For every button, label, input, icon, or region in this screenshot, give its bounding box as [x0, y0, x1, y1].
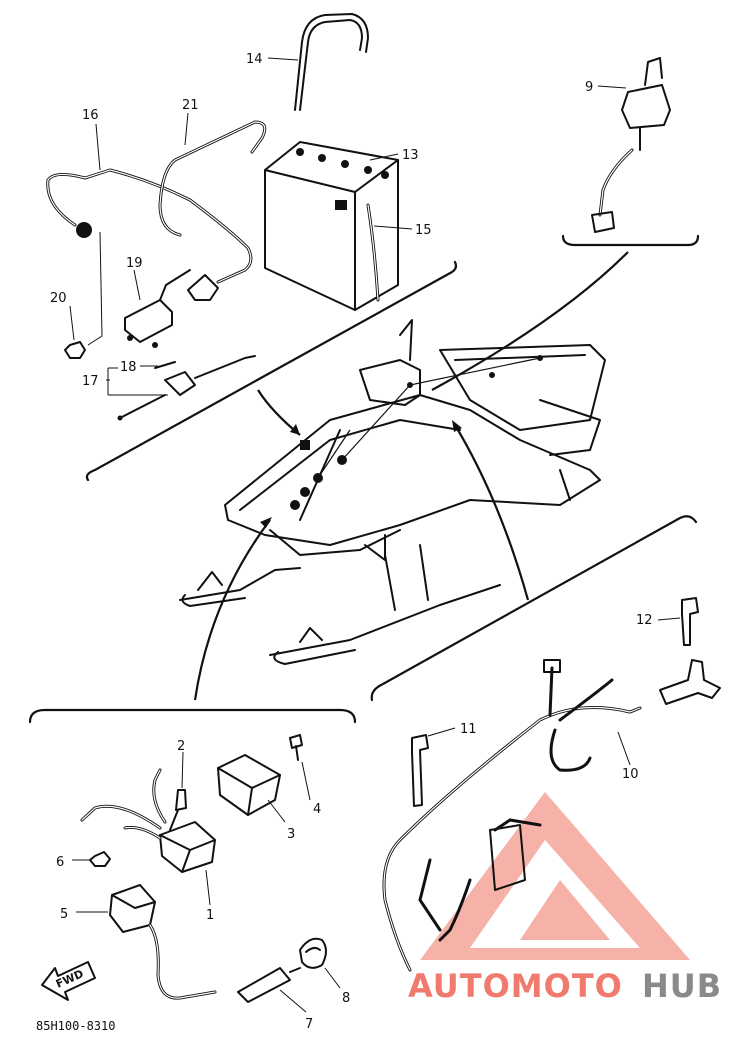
part-20-nut [64, 341, 86, 359]
part-19-relay [124, 269, 219, 348]
callout-13: 13 [402, 148, 419, 163]
callout-14: 14 [246, 52, 263, 67]
part-2-sensor [169, 789, 187, 831]
callout-11: 11 [460, 722, 477, 737]
fwd-arrow: FWD [41, 961, 96, 1001]
divider-top-right [561, 234, 700, 247]
part-7-switch [237, 967, 301, 1003]
watermark-logo: AUTOMOTO HUB [408, 792, 722, 1005]
callout-4: 4 [313, 802, 321, 817]
callout-1: 1 [206, 908, 214, 923]
part-13-battery [264, 141, 399, 311]
watermark-text-primary: AUTOMOTO [408, 967, 623, 1005]
part-8-grommet [299, 937, 327, 969]
part-3-cdi-unit [217, 754, 281, 816]
callout-21: 21 [182, 98, 199, 113]
divider-bottom-right [370, 515, 698, 702]
callout-20: 20 [50, 291, 67, 306]
callout-9: 9 [585, 80, 593, 95]
callout-12: 12 [636, 613, 653, 628]
callout-2: 2 [177, 739, 185, 754]
callout-16: 16 [82, 108, 99, 123]
part-12-band [659, 597, 721, 705]
callout-18: 18 [120, 360, 137, 375]
part-18-pin [154, 361, 176, 369]
pointer-arrows [193, 251, 629, 701]
leader-lines [69, 57, 681, 1013]
part-9-main-switch [591, 57, 671, 233]
part-21-wire [158, 120, 267, 237]
callout-6: 6 [56, 855, 64, 870]
diagram-code: 85H100-8310 [36, 1019, 115, 1033]
part-11-band [411, 734, 429, 807]
snowmobile-frame [179, 319, 606, 665]
callout-10: 10 [622, 767, 639, 782]
part-6-nut [89, 851, 111, 867]
callout-3: 3 [287, 827, 295, 842]
divider-bottom-left [28, 708, 357, 724]
callout-19: 19 [126, 256, 143, 271]
part-16-wire [46, 168, 253, 284]
callout-labels: 1 2 3 4 5 6 7 8 9 10 11 12 13 14 15 16 1… [50, 52, 653, 1032]
part-1-coil [80, 768, 216, 873]
callout-17: 17 [82, 374, 99, 389]
part-10-wire-harness [382, 659, 642, 972]
part-17-cable [117, 355, 256, 421]
callout-5: 5 [60, 907, 68, 922]
part-5-regulator [109, 884, 217, 1000]
callout-15: 15 [415, 223, 432, 238]
part-14-battery-band [294, 13, 369, 111]
callout-7: 7 [305, 1017, 313, 1032]
divider-top-left [85, 260, 458, 482]
part-4-bolt [289, 734, 303, 761]
callout-8: 8 [342, 991, 350, 1006]
part-15-vent-hose [366, 203, 380, 302]
watermark-text-secondary: HUB [642, 967, 722, 1005]
